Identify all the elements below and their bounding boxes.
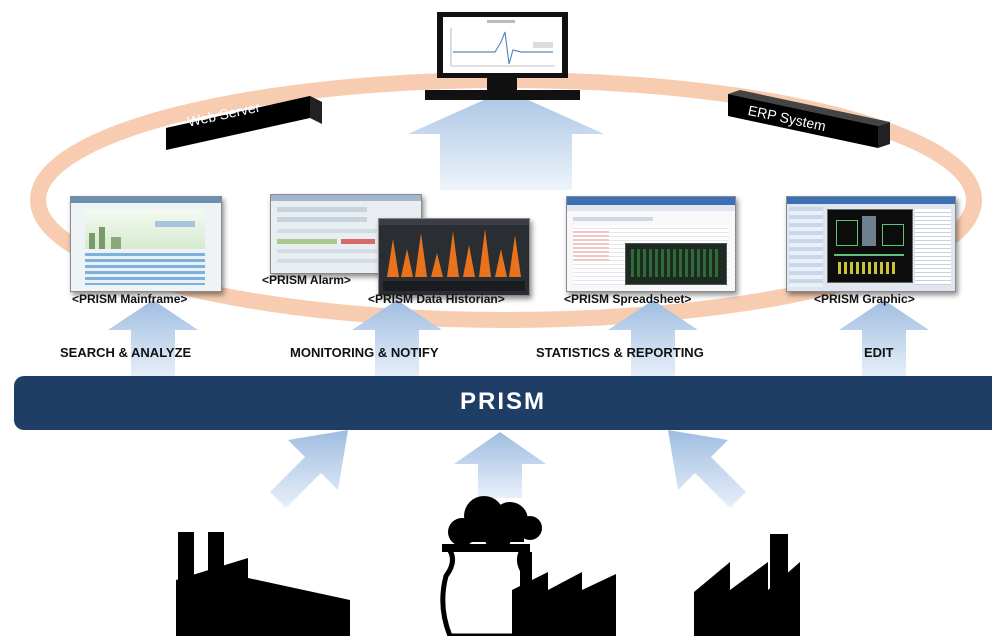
arrow-monitoring	[352, 300, 442, 378]
arrow-factory-right	[668, 430, 746, 508]
arrow-statistics	[608, 300, 698, 378]
web-server-box: Web Server	[162, 92, 327, 154]
prism-platform-bar: PRISM	[14, 376, 992, 430]
monitor-icon	[425, 12, 580, 104]
data-historian-caption: <PRISM Data Historian>	[368, 292, 505, 306]
function-search-analyze: SEARCH & ANALYZE	[60, 345, 192, 360]
prism-platform-label: PRISM	[459, 388, 546, 415]
function-edit: EDIT	[864, 345, 894, 360]
arrow-power-plant	[454, 432, 546, 498]
arrow-to-monitor	[408, 90, 604, 190]
factory-left-icon	[176, 532, 350, 636]
factory-right-icon	[694, 534, 800, 636]
mainframe-caption: <PRISM Mainframe>	[72, 292, 188, 306]
spreadsheet-screenshot	[566, 196, 736, 292]
arrow-search	[108, 300, 198, 378]
data-historian-screenshot	[378, 218, 530, 296]
alarm-caption: <PRISM Alarm>	[262, 273, 351, 287]
spreadsheet-caption: <PRISM Spreadsheet>	[564, 292, 692, 306]
function-statistics-reporting: STATISTICS & REPORTING	[536, 345, 704, 360]
power-plant-icon	[440, 496, 616, 636]
graphic-caption: <PRISM Graphic>	[814, 292, 915, 306]
erp-system-box: ERP System	[718, 88, 893, 150]
arrow-edit	[839, 300, 929, 378]
function-monitoring-notify: MONITORING & NOTIFY	[290, 345, 439, 360]
graphic-screenshot	[786, 196, 956, 292]
arrow-factory-left	[270, 430, 348, 508]
mainframe-screenshot	[70, 196, 222, 292]
